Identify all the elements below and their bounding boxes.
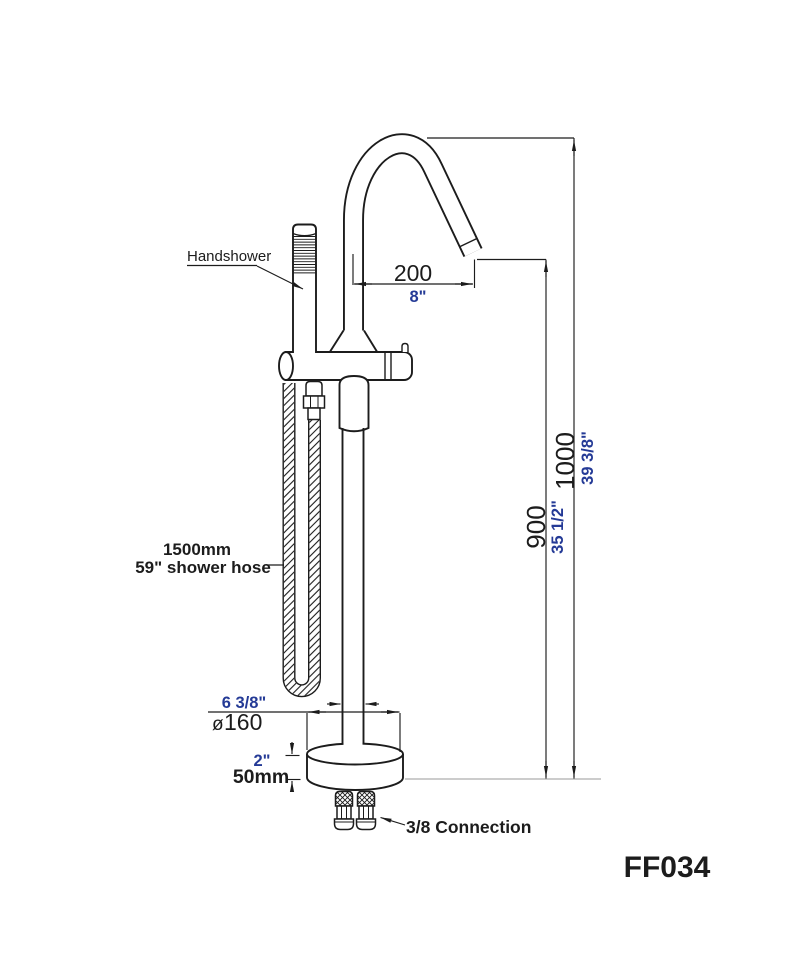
gooseneck-spout: [343, 133, 483, 345]
valve-crossbar: [278, 342, 413, 381]
body-sleeve: [338, 375, 370, 433]
riser-pipe: [341, 428, 365, 751]
overall-height-mm-label: 1000: [550, 432, 580, 490]
hose-connector: [302, 380, 326, 421]
connection-leader-arrow: [380, 816, 406, 826]
supply-connector-left: [333, 790, 355, 831]
supply-connector-right: [355, 790, 377, 831]
floor-base: [306, 742, 404, 791]
base-diameter-mm-label: 160: [224, 709, 262, 735]
spout-reach-mm-label: 200: [394, 260, 432, 286]
outlet-height-in-label: 35 1/2": [549, 500, 567, 554]
handshower-label: Handshower: [187, 248, 271, 265]
faucet: [278, 133, 483, 831]
hose-length-in-label: 59" shower hose: [135, 558, 271, 577]
handshower-leader-arrow: [256, 265, 304, 290]
dimension-lines: [187, 137, 601, 826]
hose-length-mm-label: 1500mm: [163, 540, 231, 559]
dimension-labels: Handshower 200 8" 900 35 1/2" 1000 39 3/…: [135, 248, 710, 884]
shower-hose: [282, 383, 321, 698]
base-height-mm-label: 50mm: [233, 766, 289, 788]
wand-grip-ridges: [293, 236, 316, 274]
model-number: FF034: [624, 851, 711, 884]
crossbar-left-cap: [278, 351, 294, 381]
spout-cone: [328, 329, 379, 354]
overall-height-in-label: 39 3/8": [579, 431, 597, 485]
handshower-wand: [292, 223, 317, 353]
spout-reach-in-label: 8": [410, 288, 427, 306]
handle-pin: [401, 342, 409, 352]
aerator-band: [459, 238, 477, 248]
outlet-height-mm-label: 900: [521, 505, 551, 548]
connection-label: 3/8 Connection: [406, 817, 531, 837]
diameter-symbol: ø: [212, 714, 224, 735]
base-diameter-in-label: 6 3/8": [222, 694, 267, 712]
base-height-in-label: 2": [254, 752, 271, 770]
